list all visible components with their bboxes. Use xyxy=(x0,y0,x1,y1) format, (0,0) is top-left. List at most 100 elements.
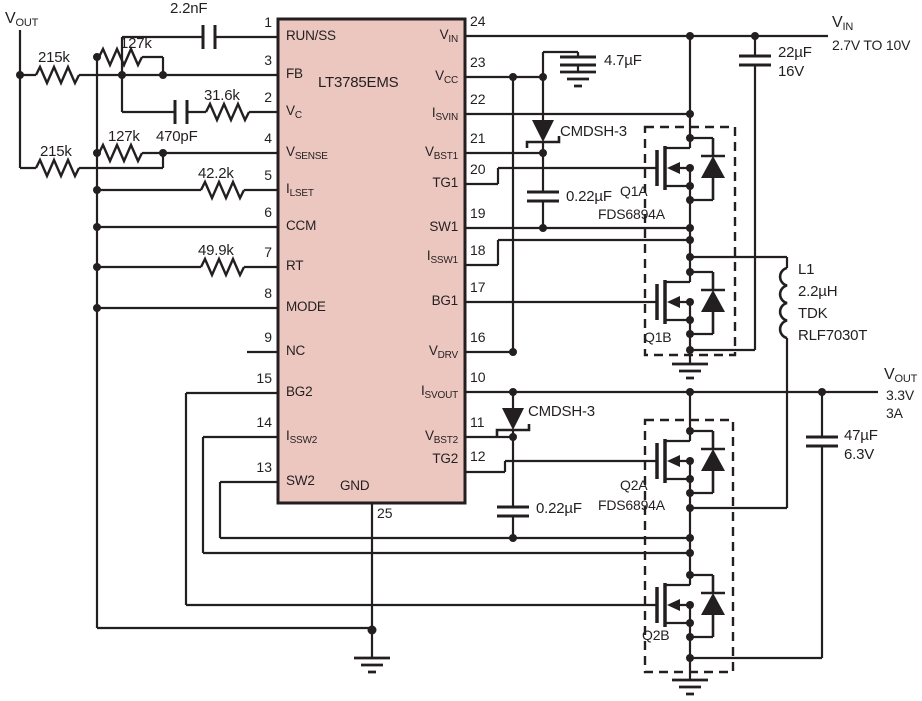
ic-pin-number-17: 17 xyxy=(470,279,486,295)
terminal-vout-voltage: 3.3V xyxy=(886,387,914,403)
ic-pin-label-vin: VIN xyxy=(439,27,459,45)
cap-0u22-bst1 xyxy=(527,190,559,203)
ic-pin-number-12: 12 xyxy=(470,448,486,464)
ic-pin-number-13: 13 xyxy=(256,459,272,475)
mosfet-q1b xyxy=(655,272,725,334)
ic-pin-number-25: 25 xyxy=(377,505,393,521)
label-cap-47u-rating: 6.3V xyxy=(844,446,875,463)
label-cap-2n2: 2.2nF xyxy=(170,0,208,17)
ic-pin-label-bg1: BG1 xyxy=(431,293,459,308)
cap-47u xyxy=(806,435,838,448)
inductor-icon xyxy=(778,266,788,340)
label-l1-ref: L1 xyxy=(798,261,815,278)
label-diode-cmdsh3-1: CMDSH-3 xyxy=(560,123,627,140)
cap-22u xyxy=(739,54,771,67)
ic-pin-number-3: 3 xyxy=(264,52,272,68)
ic-pin-number-15: 15 xyxy=(256,370,272,386)
ic-pin-number-2: 2 xyxy=(264,89,272,105)
ic-pin-number-10: 10 xyxy=(470,369,486,385)
ic-pin-number-16: 16 xyxy=(470,329,486,345)
cap-0u22-bst2 xyxy=(497,505,529,518)
ic-pin-number-14: 14 xyxy=(256,414,272,430)
ic-pin-label-issw2: ISSW2 xyxy=(286,428,318,446)
ic-pin-label-vbst2: VBST2 xyxy=(424,428,458,446)
capacitor-plates xyxy=(173,25,838,518)
ic-pin-number-1: 1 xyxy=(264,14,272,30)
resistor-127k-vsense xyxy=(97,142,144,164)
ground-icons xyxy=(354,70,708,696)
label-q1-part: FDS6894A xyxy=(598,206,665,222)
label-cap-470p: 470pF xyxy=(156,128,198,145)
label-res-215k-fb: 215k xyxy=(38,49,70,66)
ic-pin-label-bg2: BG2 xyxy=(286,384,313,399)
label-l1-mfr: TDK xyxy=(798,305,828,322)
ic-pin-label-ccm: CCM xyxy=(286,218,317,233)
resistor-215k-vsense xyxy=(34,157,81,179)
ic-pin-label-vbst1: VBST1 xyxy=(424,144,458,162)
ic-pin-label-vc: VC xyxy=(286,103,302,121)
schottky-diode-1 xyxy=(525,120,561,148)
ic-pin-number-7: 7 xyxy=(264,244,272,260)
ic-pin-label-gnd: GND xyxy=(340,478,370,493)
label-cap-22u-value: 22µF xyxy=(778,44,812,61)
resistor-215k-fb xyxy=(34,64,81,86)
ground-icon-q2b xyxy=(672,678,708,696)
terminal-vin-range: 2.7V TO 10V xyxy=(832,37,911,53)
label-q2a: Q2A xyxy=(620,477,648,493)
ic-pin-number-20: 20 xyxy=(470,161,486,177)
ground-icon-vcc xyxy=(560,70,596,88)
mosfet-q2a xyxy=(655,431,725,493)
ic-body xyxy=(276,17,467,505)
ic-pin-number-6: 6 xyxy=(264,204,272,220)
cap-470p xyxy=(173,100,189,124)
cap-2n2 xyxy=(201,25,217,49)
ic-pin-label-isvin: ISVIN xyxy=(431,105,458,123)
ic-pin-label-sw1: SW1 xyxy=(429,219,458,234)
schottky-diode-2 xyxy=(495,408,531,436)
label-res-42k2: 42.2k xyxy=(198,165,234,182)
label-q1b: Q1B xyxy=(644,329,672,345)
terminal-vout-current: 3A xyxy=(886,405,903,421)
ic-pin-number-5: 5 xyxy=(264,167,272,183)
terminal-vout-label: VOUT xyxy=(884,366,918,385)
ic-pin-label-ilset: ILSET xyxy=(286,181,314,199)
ic-pin-label-nc: NC xyxy=(286,343,306,358)
resistor-127k-fb xyxy=(97,46,144,68)
ic-pin-number-21: 21 xyxy=(470,130,486,146)
ic-pin-number-18: 18 xyxy=(470,242,486,258)
label-res-49k9: 49.9k xyxy=(198,242,234,259)
label-res-215k-vsense: 215k xyxy=(40,143,72,160)
ic-pin-number-19: 19 xyxy=(470,205,486,221)
resistor-49k9 xyxy=(199,256,246,278)
ic-pin-label-vsense: VSENSE xyxy=(286,144,328,162)
ic-pin-label-tg1: TG1 xyxy=(432,175,458,190)
mosfet-q2b xyxy=(655,575,725,637)
label-cap-0u22-bst1: 0.22µF xyxy=(566,188,612,205)
ic-pin-label-vcc: VCC xyxy=(435,68,458,86)
ic-pin-label-issw1: ISSW1 xyxy=(426,248,458,266)
ground-icon-ic xyxy=(354,656,390,674)
resistor-42k2 xyxy=(199,179,246,201)
cap-4u7 xyxy=(560,55,596,67)
mosfet-q1a xyxy=(655,138,725,200)
label-q2b: Q2B xyxy=(642,627,670,643)
label-l1-part: RLF7030T xyxy=(798,327,868,344)
ic-pin-label-isvout: ISVOUT xyxy=(420,383,458,401)
resistor-31k6 xyxy=(204,101,251,123)
label-diode-cmdsh3-2: CMDSH-3 xyxy=(528,403,595,420)
label-cap-4u7: 4.7µF xyxy=(604,52,642,69)
ic-pin-number-23: 23 xyxy=(470,54,486,70)
terminal-vin-label: VIN xyxy=(832,14,854,33)
label-cap-0u22-bst2: 0.22µF xyxy=(536,500,582,517)
ic-pin-number-24: 24 xyxy=(470,13,486,29)
ic-pin-label-mode: MODE xyxy=(286,299,326,314)
ic-pin-label-fb: FB xyxy=(286,66,303,81)
label-cap-22u-rating: 16V xyxy=(778,63,805,80)
ic-pin-label-sw2: SW2 xyxy=(286,473,315,488)
ic-pin-number-11: 11 xyxy=(470,414,485,430)
label-q1a: Q1A xyxy=(620,183,648,199)
ic-pin-number-9: 9 xyxy=(264,329,272,345)
label-l1-value: 2.2µH xyxy=(798,283,838,300)
